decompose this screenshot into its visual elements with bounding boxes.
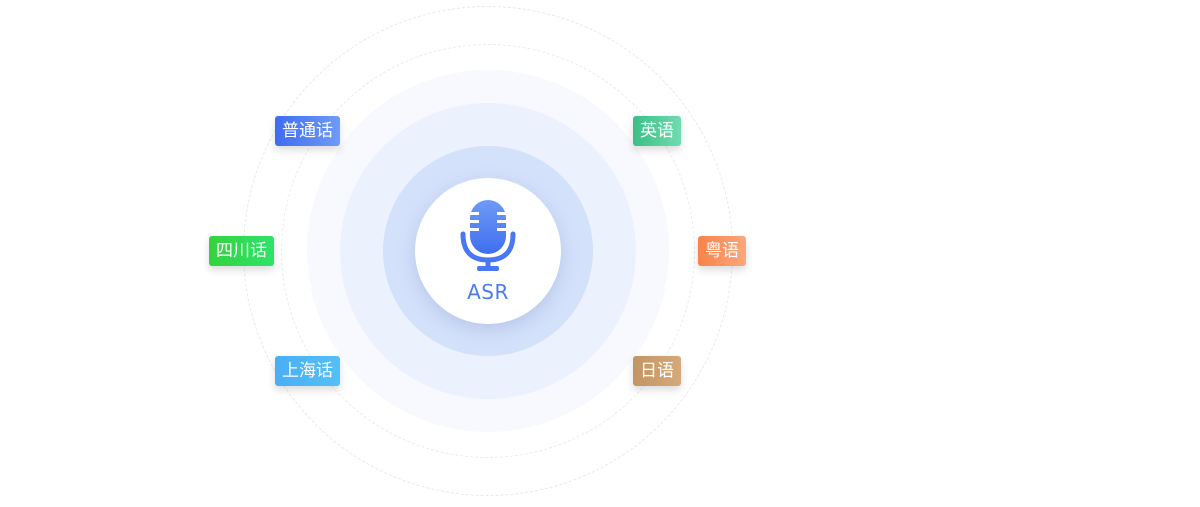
language-tag-japanese: 日语 [633,356,681,386]
language-tag-sichuanese: 四川话 [209,236,274,266]
language-tag-english: 英语 [633,116,681,146]
asr-label: ASR [467,280,509,304]
language-tag-shanghainese: 上海话 [275,356,340,386]
microphone-icon [460,200,516,271]
inner-dashed-ring [281,44,695,458]
language-tag-cantonese: 粤语 [698,236,746,266]
language-tag-putonghua: 普通话 [275,116,340,146]
asr-core: ASR [415,178,561,324]
